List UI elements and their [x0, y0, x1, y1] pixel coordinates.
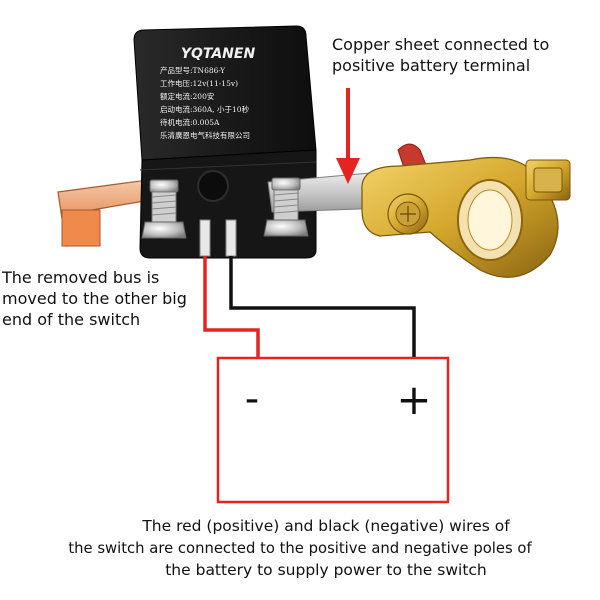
- removed-bus-annotation: The removed bus is moved to the other bi…: [1, 268, 187, 329]
- battery-negative-symbol: -: [245, 376, 259, 422]
- annotation-line: The removed bus is: [1, 268, 159, 287]
- battery: - +: [216, 356, 450, 504]
- red-wire: [203, 256, 260, 358]
- battery-outline: [216, 356, 450, 504]
- spec-line: 启动电流:360A, 小于10秒: [160, 104, 250, 114]
- spec-line: 产品型号:TN686-Y: [160, 65, 226, 75]
- annotation-line: the battery to supply power to the switc…: [165, 561, 487, 579]
- copper-bus-bar: [57, 179, 151, 247]
- down-arrow-icon: [336, 88, 360, 184]
- annotation-line: moved to the other big: [2, 289, 187, 308]
- right-terminal-stud: [263, 177, 309, 237]
- annotation-line: the switch are connected to the positive…: [68, 540, 532, 557]
- annotation-line: The red (positive) and black (negative) …: [141, 517, 510, 535]
- copper-sheet-annotation: Copper sheet connected to positive batte…: [332, 35, 549, 75]
- spec-lines: 产品型号:TN686-Y 工作电压:12v(11-15v) 额定电流:200安 …: [160, 65, 250, 140]
- spec-line: 乐清廣恩电气科技有限公司: [160, 130, 250, 140]
- annotation-line: positive battery terminal: [332, 56, 530, 75]
- annotation-line: end of the switch: [2, 310, 140, 329]
- battery-terminal-clamp: [361, 143, 571, 278]
- spec-line: 额定电流:200安: [160, 91, 215, 101]
- brand-label: YQTANEN: [181, 46, 256, 62]
- annotation-line: Copper sheet connected to: [332, 35, 549, 54]
- left-terminal-stud: [141, 179, 187, 239]
- spec-line: 工作电压:12v(11-15v): [160, 78, 238, 88]
- relay-button: [197, 170, 229, 202]
- black-wire: [229, 256, 416, 358]
- spec-line: 待机电流:0.005A: [160, 117, 220, 127]
- wires-annotation: The red (positive) and black (negative) …: [68, 517, 532, 579]
- battery-positive-symbol: +: [396, 375, 431, 424]
